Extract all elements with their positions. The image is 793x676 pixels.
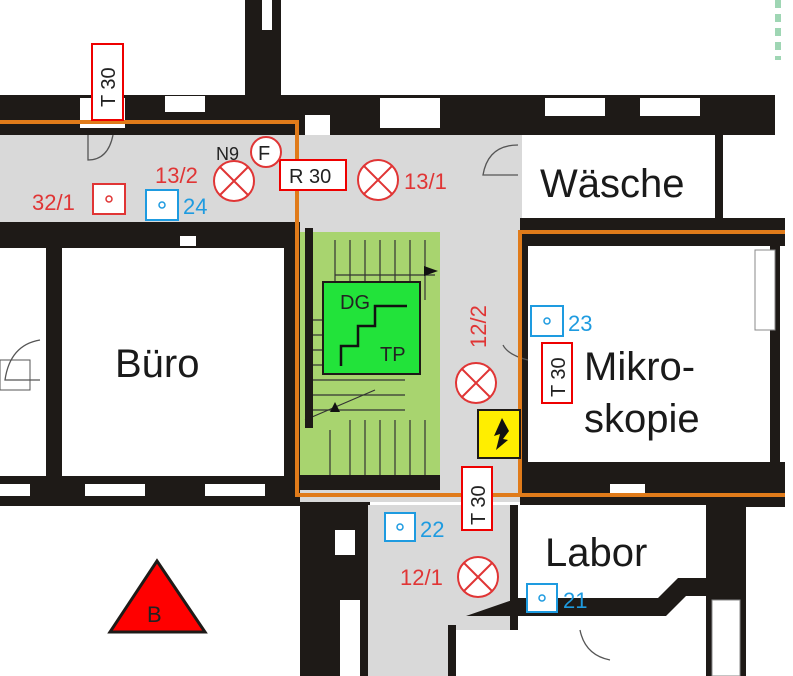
svg-text:R 30: R 30 bbox=[289, 166, 331, 188]
stair-sign-top: DG bbox=[340, 292, 370, 314]
svg-text:T 30: T 30 bbox=[548, 357, 570, 397]
room-label-mikroskopie-1: Mikro- bbox=[584, 345, 695, 389]
light-label: 13/1 bbox=[404, 169, 447, 194]
stair-sign: DG TP bbox=[322, 281, 421, 375]
light-label: 12/2 bbox=[466, 305, 491, 348]
detector-label: 21 bbox=[563, 588, 587, 613]
svg-text:B: B bbox=[147, 602, 162, 627]
detector-label: 22 bbox=[420, 517, 444, 542]
room-label-waesche: Wäsche bbox=[540, 162, 685, 206]
electrical-hazard-icon bbox=[477, 409, 521, 459]
room-label-buero: Büro bbox=[115, 342, 200, 386]
svg-text:T 30: T 30 bbox=[98, 67, 120, 107]
light-label: 13/2 bbox=[155, 163, 198, 188]
detector-label: 24 bbox=[183, 194, 207, 219]
room-label-mikroskopie-2: skopie bbox=[584, 397, 700, 441]
room-label-labor: Labor bbox=[545, 531, 647, 575]
hazard-triangle-icon: B bbox=[107, 558, 208, 634]
door-rating-t30-top: T 30 bbox=[91, 43, 124, 121]
smoke-detector-blue-icons bbox=[145, 189, 564, 613]
light-label: 12/1 bbox=[400, 565, 443, 590]
fire-compartment-line bbox=[0, 120, 785, 497]
door-swings bbox=[4, 134, 611, 661]
door-rating-t30-mikroskopie: T 30 bbox=[541, 342, 573, 404]
emergency-light-icons bbox=[213, 136, 499, 598]
detector-label: 23 bbox=[568, 311, 592, 336]
door-rating-t30-stair: T 30 bbox=[461, 466, 493, 531]
stair-sign-bottom: TP bbox=[380, 344, 406, 366]
fire-extinguisher-marker: F bbox=[258, 143, 270, 165]
door-rating-r30: R 30 bbox=[279, 159, 347, 191]
room-waesche bbox=[527, 135, 717, 218]
wall bbox=[0, 222, 300, 248]
room-buero bbox=[62, 248, 284, 476]
n9-label: N9 bbox=[216, 144, 239, 164]
detector-label: 32/1 bbox=[32, 190, 75, 215]
svg-text:T 30: T 30 bbox=[468, 485, 490, 525]
smoke-detector-red bbox=[92, 183, 126, 215]
